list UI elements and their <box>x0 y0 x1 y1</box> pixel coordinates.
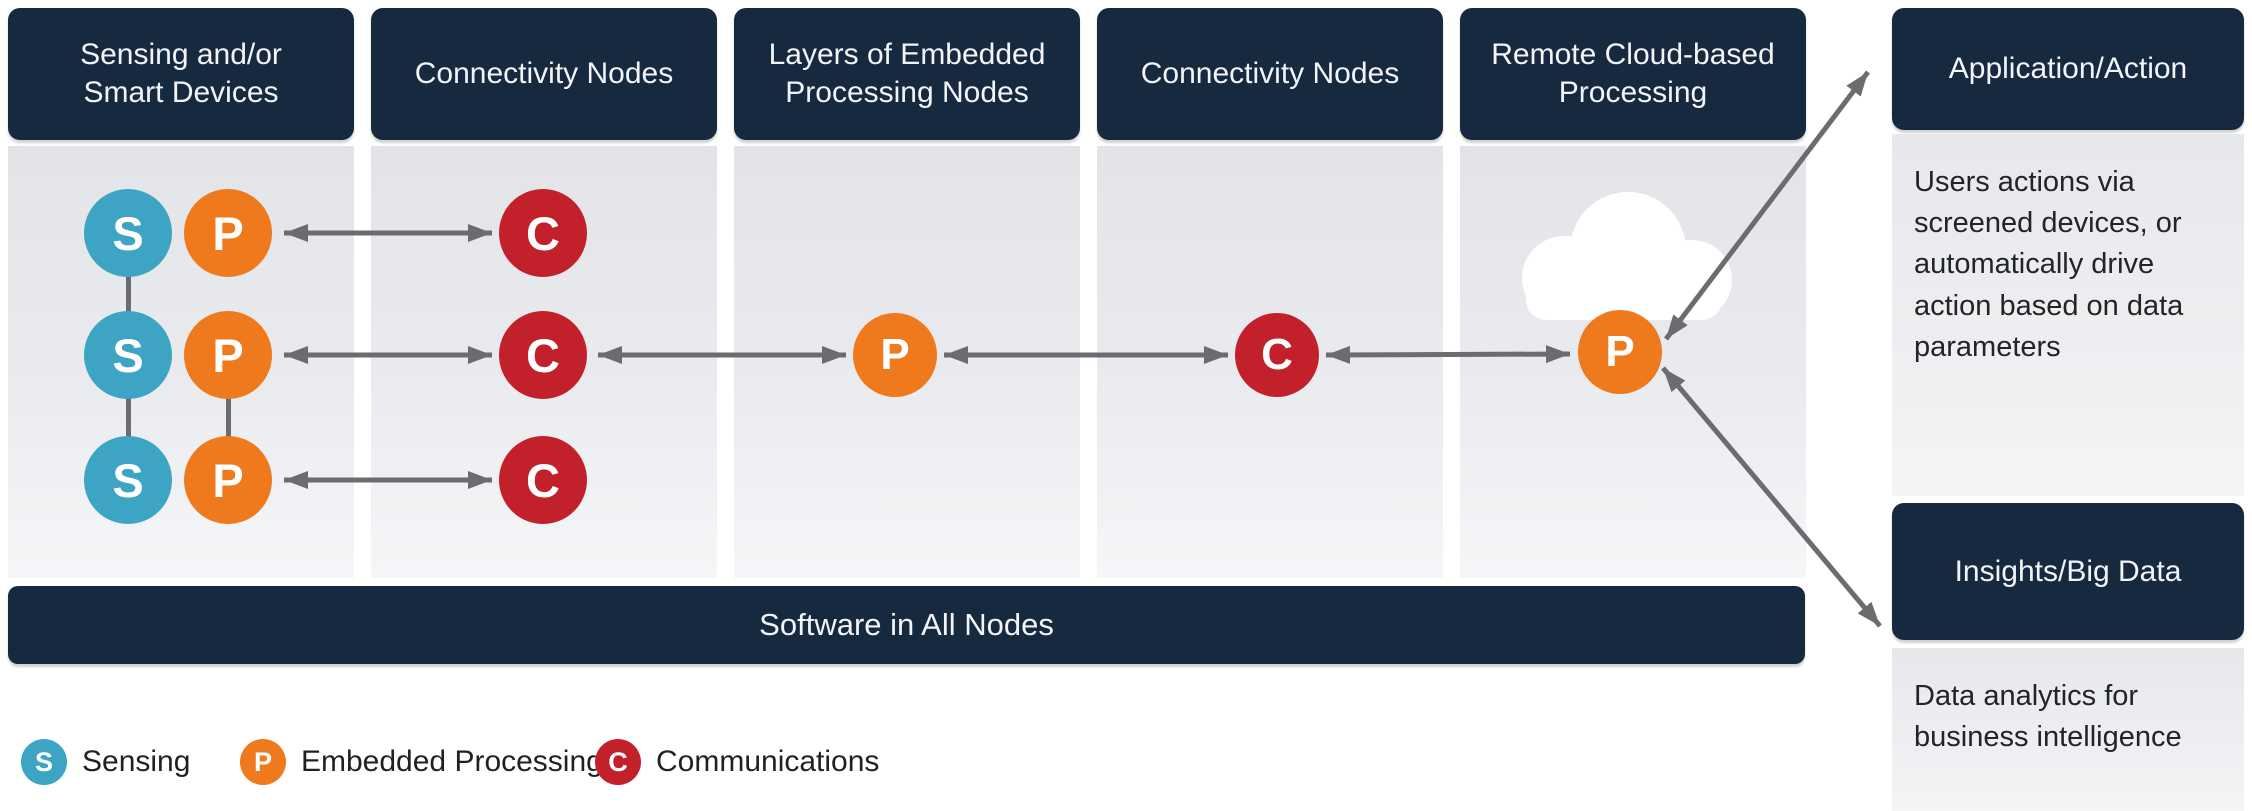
node-letter: P <box>880 330 910 379</box>
column-header-connectivity-2: Connectivity Nodes <box>1097 8 1443 140</box>
processing-legend-icon: P <box>240 739 286 785</box>
column-header-sensing-devices: Sensing and/or Smart Devices <box>8 8 354 140</box>
connector-p2-p3 <box>226 397 231 438</box>
communications-node-row3: C <box>499 436 587 524</box>
node-letter: C <box>526 453 560 507</box>
node-letter: C <box>1261 330 1293 379</box>
node-letter: P <box>212 328 244 382</box>
node-letter: P <box>212 453 244 507</box>
sensing-node-row2: S <box>84 311 172 399</box>
processing-node-row1: P <box>184 189 272 277</box>
sensing-node-row1: S <box>84 189 172 277</box>
connectivity2-node: C <box>1235 313 1319 397</box>
application-action-header: Application/Action <box>1892 8 2244 130</box>
legend-label: Communications <box>656 745 880 778</box>
legend-label: Sensing <box>82 745 191 778</box>
column-title: Layers of Embedded Processing Nodes <box>768 37 1046 109</box>
sensing-legend-icon: S <box>21 739 67 785</box>
connector-s1-s2 <box>126 275 131 313</box>
cloud-processing-node: P <box>1578 310 1662 394</box>
legend-letter: S <box>34 746 53 777</box>
node-letter: C <box>526 328 560 382</box>
node-letter: P <box>1605 327 1635 376</box>
legend-item-embedded-processing: P Embedded Processing <box>240 739 603 785</box>
column-header-connectivity-1: Connectivity Nodes <box>371 8 717 140</box>
application-action-description: Users actions via screened devices, or a… <box>1914 166 2184 363</box>
embedded-processing-node: P <box>853 313 937 397</box>
software-bar-label: Software in All Nodes <box>759 607 1054 642</box>
column-title: Remote Cloud-based Processing <box>1491 37 1775 109</box>
software-bar: Software in All Nodes <box>8 586 1805 664</box>
column-title: Connectivity Nodes <box>414 56 674 90</box>
legend-item-sensing: S Sensing <box>21 739 190 785</box>
communications-node-row2: C <box>499 311 587 399</box>
cloud-icon <box>1522 192 1732 320</box>
communications-legend-icon: C <box>595 739 641 785</box>
column-title: Sensing and/or Smart Devices <box>80 37 282 109</box>
insights-big-data-description: Data analytics for business intelligence <box>1914 680 2182 754</box>
node-letter: S <box>112 328 144 382</box>
insights-big-data-title: Insights/Big Data <box>1954 554 2182 588</box>
sensing-node-row3: S <box>84 436 172 524</box>
column-header-embedded-processing: Layers of Embedded Processing Nodes <box>734 8 1080 140</box>
node-letter: S <box>112 453 144 507</box>
insights-big-data-header: Insights/Big Data <box>1892 503 2244 640</box>
processing-node-row2: P <box>184 311 272 399</box>
node-letter: C <box>526 206 560 260</box>
column-bg-sensing-devices <box>8 146 354 578</box>
node-letter: S <box>112 206 144 260</box>
column-title: Connectivity Nodes <box>1140 56 1400 90</box>
connector-s2-s3 <box>126 397 131 438</box>
legend-letter: P <box>253 746 272 777</box>
communications-node-row1: C <box>499 189 587 277</box>
application-action-panel: Users actions via screened devices, or a… <box>1892 134 2244 496</box>
node-letter: P <box>212 206 244 260</box>
legend-item-communications: C Communications <box>595 739 879 785</box>
application-action-title: Application/Action <box>1948 52 2188 85</box>
legend-label: Embedded Processing <box>301 745 603 778</box>
column-header-cloud-processing: Remote Cloud-based Processing <box>1460 8 1806 140</box>
legend-letter: C <box>608 746 628 777</box>
insights-big-data-panel: Data analytics for business intelligence <box>1892 648 2244 811</box>
processing-node-row3: P <box>184 436 272 524</box>
